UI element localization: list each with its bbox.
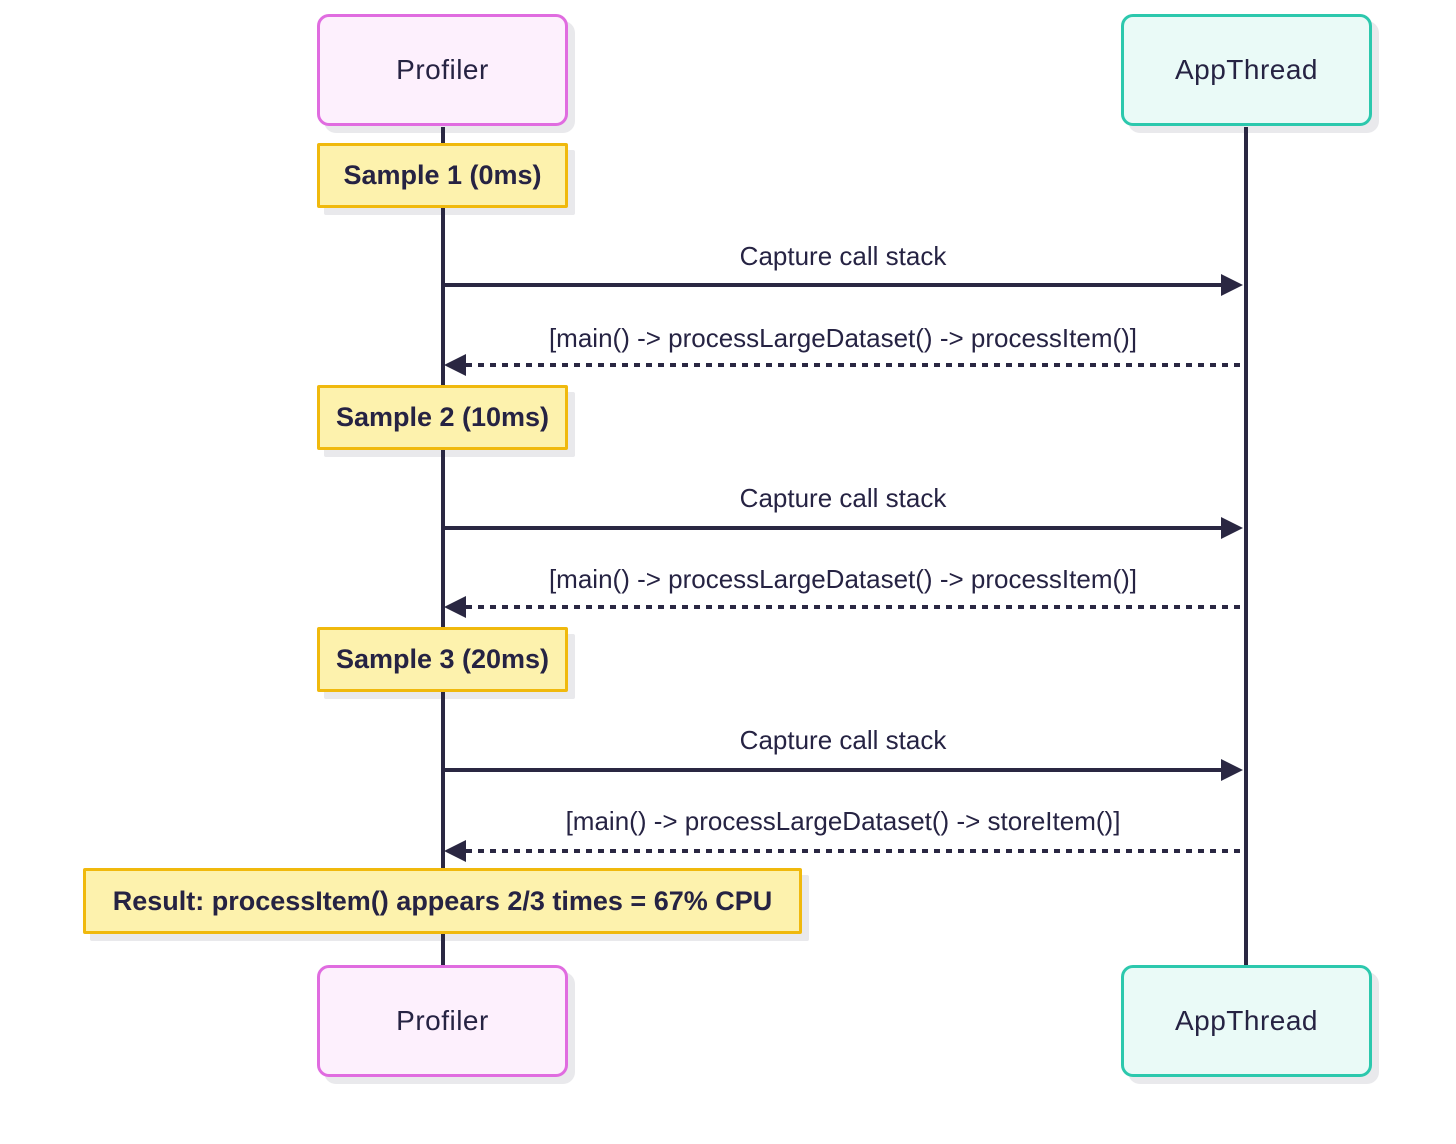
arrowhead-right-icon: [1221, 517, 1243, 539]
arrowhead-left-icon: [444, 596, 466, 618]
actor-profiler-bottom: Profiler: [317, 965, 568, 1077]
message-4-arrow: [466, 605, 1246, 609]
note-sample-3-label: Sample 3 (20ms): [335, 644, 550, 674]
message-1-arrow: [443, 283, 1224, 287]
message-2-label: [main() -> processLargeDataset() -> proc…: [548, 323, 1138, 353]
message-3-label: Capture call stack: [739, 483, 947, 513]
actor-profiler-top: Profiler: [317, 14, 568, 126]
note-sample-1: Sample 1 (0ms): [317, 143, 568, 208]
profiler-lifeline: [441, 127, 445, 966]
actor-appthread-top: AppThread: [1121, 14, 1372, 126]
message-3-arrow: [443, 526, 1224, 530]
message-5-label: Capture call stack: [739, 725, 947, 755]
note-sample-1-label: Sample 1 (0ms): [343, 160, 542, 190]
appthread-lifeline: [1244, 127, 1248, 966]
message-6-arrow: [466, 849, 1246, 853]
actor-profiler-label: Profiler: [396, 1005, 489, 1036]
note-result-label: Result: processItem() appears 2/3 times …: [112, 885, 773, 916]
actor-appthread-bottom: AppThread: [1121, 965, 1372, 1077]
message-6-label: [main() -> processLargeDataset() -> stor…: [565, 806, 1121, 836]
arrowhead-left-icon: [444, 354, 466, 376]
arrowhead-right-icon: [1221, 759, 1243, 781]
message-4-label: [main() -> processLargeDataset() -> proc…: [548, 564, 1138, 594]
note-sample-2-label: Sample 2 (10ms): [335, 402, 550, 432]
arrowhead-left-icon: [444, 840, 466, 862]
actor-profiler-label: Profiler: [396, 54, 489, 85]
message-2-arrow: [466, 363, 1246, 367]
note-sample-2: Sample 2 (10ms): [317, 385, 568, 450]
actor-appthread-label: AppThread: [1174, 54, 1319, 85]
arrowhead-right-icon: [1221, 274, 1243, 296]
actor-appthread-label: AppThread: [1174, 1005, 1319, 1036]
note-sample-3: Sample 3 (20ms): [317, 627, 568, 692]
message-5-arrow: [443, 768, 1224, 772]
note-result: Result: processItem() appears 2/3 times …: [83, 868, 802, 934]
message-1-label: Capture call stack: [739, 241, 947, 271]
